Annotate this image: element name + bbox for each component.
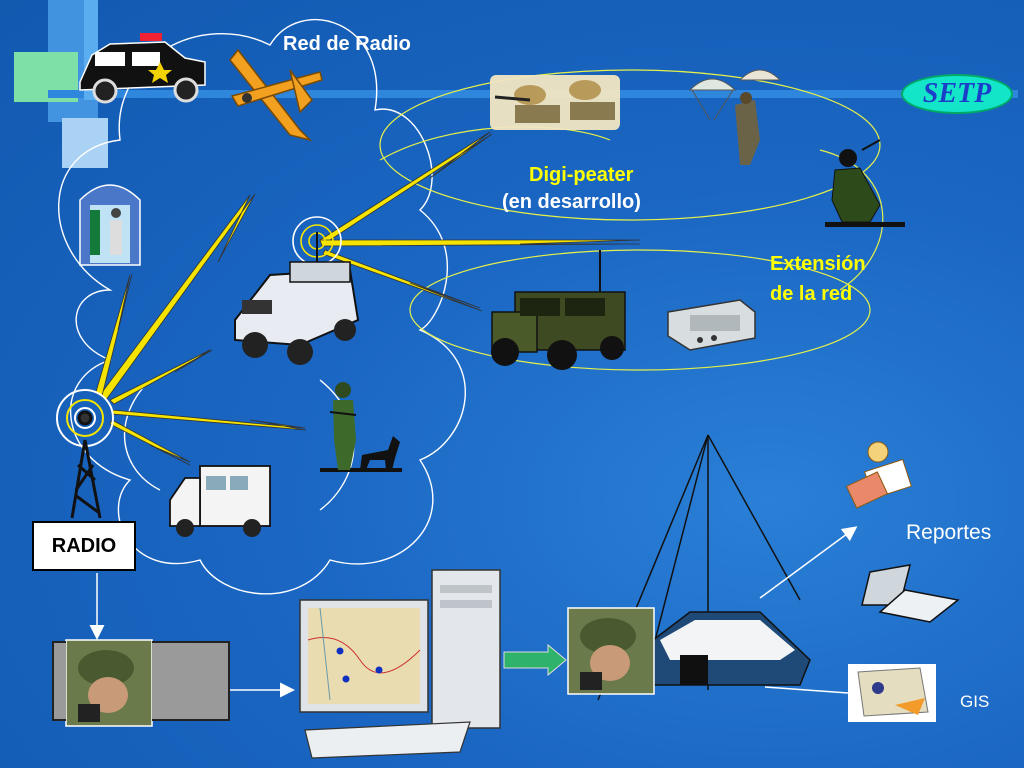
- gis-label: GIS: [960, 692, 990, 711]
- gis-map-icon: [848, 664, 936, 722]
- tent-to-reports-arrow: [759, 526, 858, 599]
- radio-tower-icon: [70, 410, 102, 519]
- digipeater-label: Digi-peater: [529, 164, 634, 186]
- digipeater-sublabel: (en desarrollo): [502, 191, 641, 213]
- soldier-radio-icon: [825, 139, 905, 227]
- reports-label: Reportes: [906, 521, 992, 544]
- reports-icon: [845, 441, 912, 509]
- command-truck-icon: [234, 232, 360, 365]
- radio-network-title: Red de Radio: [283, 33, 411, 55]
- paratroopers-icon: [688, 69, 782, 165]
- tent-to-gis-line: [764, 686, 849, 694]
- humvee-icon: [491, 250, 626, 370]
- soldier-dog-icon: [320, 382, 402, 472]
- snipers-icon: [490, 75, 620, 130]
- soldier-photo-icon: [66, 640, 152, 726]
- radio-link-bolts: [95, 131, 641, 466]
- sentry-booth-icon: [79, 184, 141, 266]
- police-car-icon: [79, 33, 206, 104]
- soldier-photo-icon: [567, 607, 655, 695]
- network-extension-label: Extensión: [770, 253, 866, 275]
- digipeater-link-rings: [379, 69, 884, 371]
- computer-map-icon: [299, 569, 501, 759]
- setp-badge: SETP: [901, 74, 1013, 114]
- radio-set-icon: [667, 299, 756, 351]
- tent-antenna-icon: [597, 434, 811, 701]
- computer-to-field-arrow: [503, 643, 567, 677]
- radio-box: RADIO: [32, 521, 136, 571]
- laptop-icon: [861, 564, 960, 623]
- network-extension-sublabel: de la red: [770, 283, 853, 305]
- airplane-icon: [229, 48, 323, 142]
- ambulance-icon: [169, 465, 271, 537]
